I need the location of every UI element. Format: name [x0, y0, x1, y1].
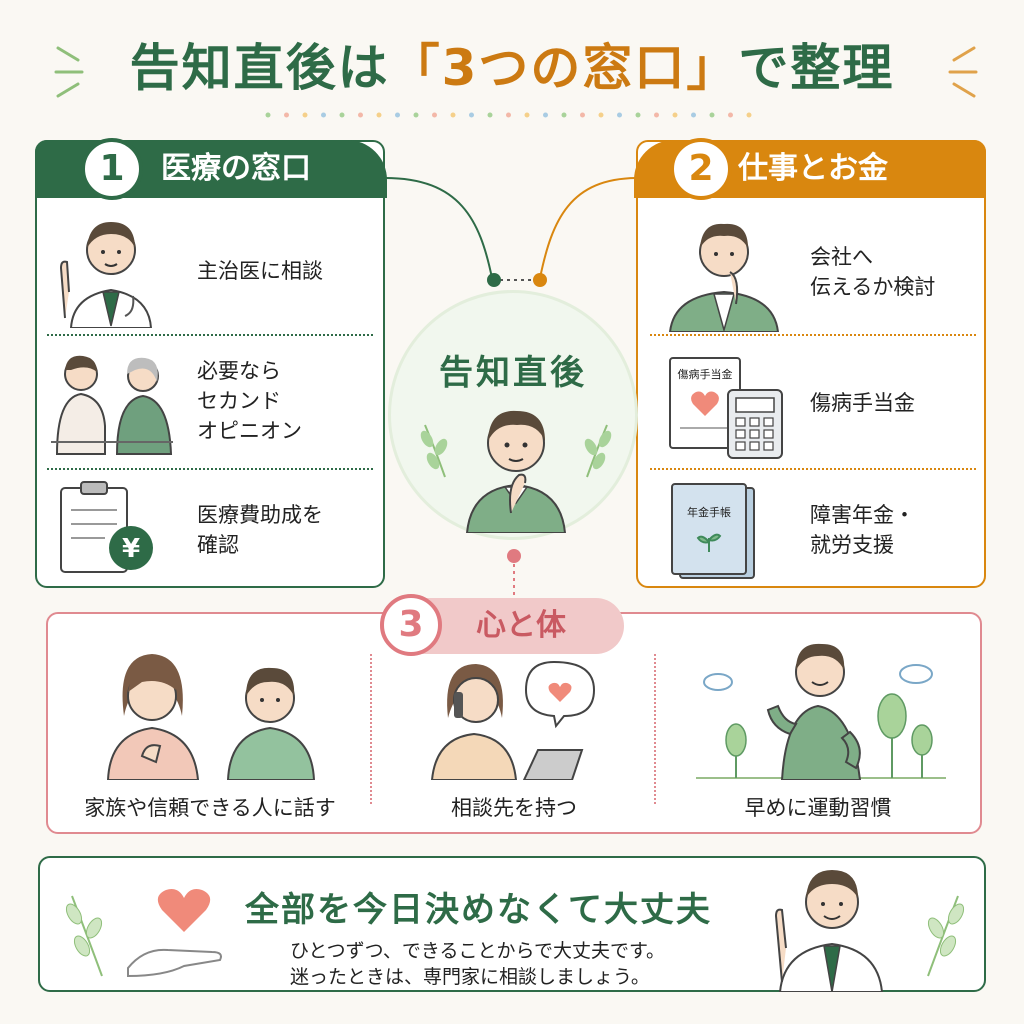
- divider: [370, 654, 372, 804]
- heart-hand-icon: [127, 889, 222, 978]
- doctor-icon: [59, 222, 153, 328]
- exercise-icon: [696, 643, 946, 780]
- divider: [47, 334, 373, 336]
- title-highlight: 「3つの窓口」: [389, 39, 739, 97]
- sparkle-right-icon: [948, 46, 978, 98]
- section-mind-body: 家族や信頼できる人に話す 相談先を持つ 早めに運動習慣: [46, 612, 982, 834]
- doc-label-sickness: 傷病手当金: [678, 367, 733, 381]
- thinking-man-icon: [668, 223, 780, 332]
- title-dot: [358, 112, 363, 118]
- title-dot: [487, 112, 493, 118]
- reassurance-line-1: ひとつずつ、できることからで大丈夫です。: [290, 940, 666, 962]
- mind-item-2-text: 相談先を持つ: [451, 796, 577, 820]
- clipboard-yen-icon: ¥: [60, 481, 153, 573]
- leaf-right-icon: [584, 424, 612, 478]
- title-dot: [561, 112, 567, 118]
- consultation-icon: [51, 355, 173, 455]
- title-dot: [339, 112, 345, 118]
- reassurance-heading: 全部を今日決めなくて大丈夫: [245, 890, 712, 930]
- center-circle: 告知直後: [388, 290, 638, 540]
- work-item-2-text: 傷病手当金: [810, 391, 915, 415]
- svg-text:¥: ¥: [122, 534, 140, 564]
- pension-book-icon: 年金手帳: [671, 483, 755, 579]
- title-dot: [672, 112, 678, 118]
- doctor-pointing-icon: [774, 870, 884, 992]
- section-work-money: 仕事とお金 2 会社へ 伝えるか検討 傷病手当金 傷病手当金 年金手帳 障害年金…: [634, 138, 986, 588]
- title-dot: [395, 112, 400, 118]
- section-medical: 医療の窓口 1 主治医に相談 必要なら セカンド オピニオン ¥ 医療費助成を …: [35, 138, 387, 588]
- title-dot: [524, 112, 530, 118]
- divider: [650, 334, 976, 336]
- title-dot: [654, 112, 659, 118]
- title-part1: 告知直後は: [129, 39, 390, 97]
- title-dot: [728, 112, 733, 118]
- title-part2: で整理: [738, 39, 895, 97]
- title-dots-decoration: [265, 112, 752, 118]
- mind-item-1-text: 家族や信頼できる人に話す: [84, 796, 336, 820]
- calculator-document-icon: 傷病手当金: [669, 357, 783, 459]
- title-dot: [432, 112, 437, 118]
- leaf-branch-right-icon: [927, 895, 965, 977]
- work-item-1-text: 会社へ 伝えるか検討: [810, 245, 936, 299]
- medical-item-3-text: 医療費助成を 確認: [197, 503, 323, 557]
- family-icon: [106, 654, 316, 780]
- title-dot: [543, 112, 548, 118]
- section-mind-body-title: 心と体: [476, 608, 566, 643]
- title-dot: [265, 112, 271, 118]
- reassurance-box: 全部を今日決めなくて大丈夫 ひとつずつ、できることからで大丈夫です。 迷ったとき…: [38, 856, 986, 992]
- phone-call-icon: [430, 660, 596, 780]
- section-medical-title: 医療の窓口: [161, 151, 311, 186]
- title-dot: [302, 112, 308, 118]
- section-work-money-number: 2: [670, 138, 732, 200]
- doc-label-pension: 年金手帳: [687, 505, 731, 519]
- title-dot: [635, 112, 641, 118]
- title-dot: [709, 112, 715, 118]
- section-mind-body-number: 3: [380, 594, 442, 656]
- title-dot: [598, 112, 604, 118]
- divider: [654, 654, 656, 804]
- title-dot: [746, 112, 752, 118]
- divider: [47, 468, 373, 470]
- leaf-left-icon: [420, 424, 448, 478]
- thinking-person-icon: [465, 410, 567, 533]
- title-dot: [321, 112, 326, 118]
- page-title: 告知直後は「3つの窓口」で整理: [0, 28, 1024, 108]
- section-work-money-title: 仕事とお金: [738, 151, 888, 186]
- leaf-branch-left-icon: [65, 895, 103, 977]
- title-dot: [450, 112, 456, 118]
- title-dot: [376, 112, 382, 118]
- mind-item-3-text: 早めに運動習慣: [744, 796, 892, 820]
- reassurance-line-2: 迷ったときは、専門家に相談しましょう。: [290, 966, 650, 988]
- title-dot: [469, 112, 474, 118]
- section-medical-number: 1: [81, 138, 143, 200]
- sparkle-left-icon: [54, 46, 84, 98]
- title-dot: [580, 112, 585, 118]
- title-dot: [284, 112, 289, 118]
- title-dot: [617, 112, 622, 118]
- medical-item-2-text: 必要なら セカンド オピニオン: [197, 359, 302, 443]
- work-item-3-text: 障害年金・ 就労支援: [810, 503, 915, 557]
- center-title: 告知直後: [439, 353, 587, 393]
- divider: [650, 468, 976, 470]
- title-dot: [691, 112, 696, 118]
- medical-item-1-text: 主治医に相談: [197, 259, 323, 283]
- title-dot: [413, 112, 419, 118]
- title-dot: [506, 112, 511, 118]
